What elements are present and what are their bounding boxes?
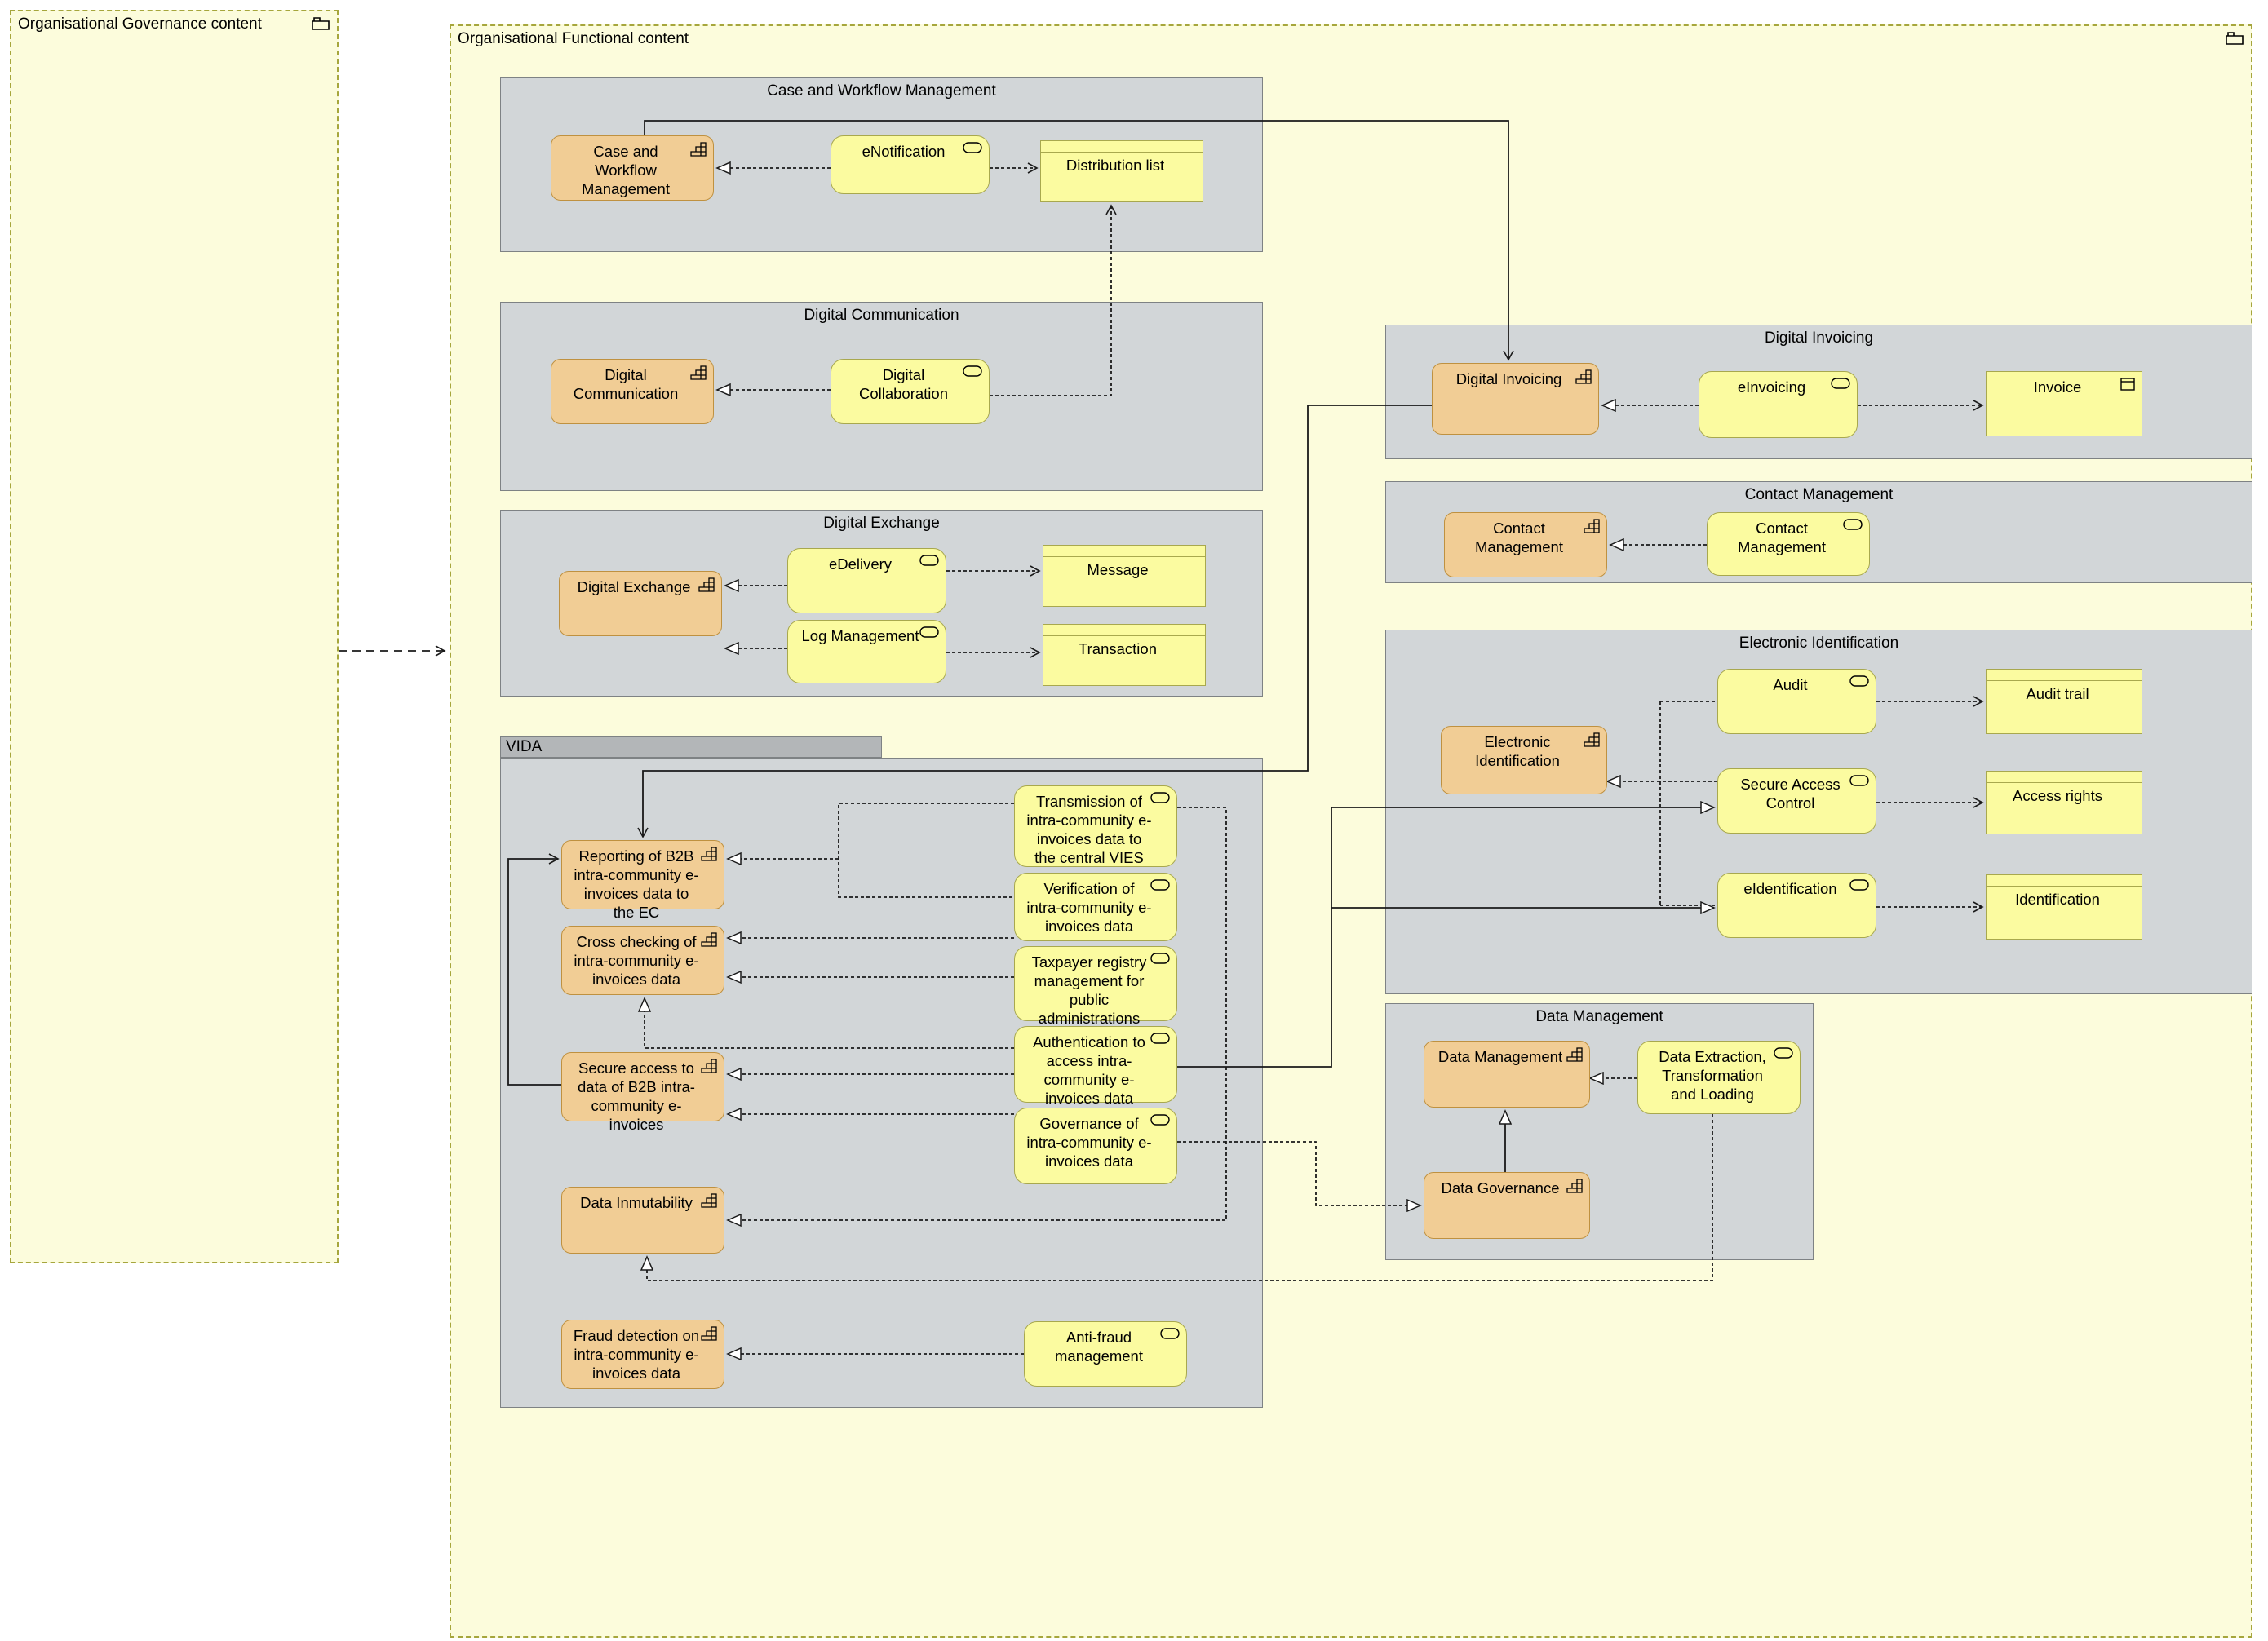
service-icon [919, 626, 939, 638]
group-title: Digital Exchange [823, 515, 940, 532]
relation-case-workflow-to-digital-invoicing[interactable] [644, 120, 1514, 361]
service-data-extraction-transformation-loading[interactable]: Data Extraction, Transformation and Load… [1637, 1041, 1801, 1114]
group-title: Electronic Identification [1739, 635, 1899, 652]
relation-collaboration-to-distribution-list[interactable] [990, 204, 1117, 396]
service-icon [1774, 1047, 1793, 1059]
object-invoice[interactable]: Invoice [1986, 371, 2142, 436]
function-contact-management[interactable]: Contact Management [1444, 512, 1607, 577]
function-digital-exchange[interactable]: Digital Exchange [559, 571, 722, 636]
group-vida-tab[interactable]: VIDA [500, 736, 882, 758]
function-secure-access-b2b-einvoices[interactable]: Secure access to data of B2B intra-commu… [561, 1052, 724, 1133]
group-title: Digital Communication [804, 307, 959, 324]
group-title: VIDA [506, 738, 543, 755]
service-icon [1160, 1328, 1180, 1339]
service-icon [919, 555, 939, 566]
relation-secure-access-to-reporting[interactable] [507, 853, 561, 1086]
function-icon [1566, 1179, 1583, 1193]
service-icon [1150, 879, 1170, 891]
service-transmission-einvoices-vies[interactable]: Transmission of intra-community e-invoic… [1014, 785, 1177, 867]
function-digital-invoicing[interactable]: Digital Invoicing [1432, 363, 1599, 435]
service-icon [1150, 792, 1170, 803]
service-icon [1849, 675, 1869, 687]
group-title: Case and Workflow Management [767, 82, 996, 100]
service-governance-einvoices[interactable]: Governance of intra-community e-invoices… [1014, 1108, 1177, 1184]
functional-container-title: Organisational Functional content [458, 30, 689, 47]
object-band [1987, 875, 2142, 887]
function-cross-checking-einvoices[interactable]: Cross checking of intra-community e-invo… [561, 926, 724, 995]
function-data-governance[interactable]: Data Governance [1424, 1172, 1590, 1239]
function-fraud-detection-einvoices[interactable]: Fraud detection on intra-community e-inv… [561, 1320, 724, 1389]
function-icon [701, 1326, 717, 1341]
group-title: Data Management [1535, 1008, 1663, 1025]
service-contact-management[interactable]: Contact Management [1707, 512, 1870, 576]
object-distribution-list[interactable]: Distribution list [1040, 140, 1203, 202]
service-log-management[interactable]: Log Management [787, 620, 946, 683]
function-data-management[interactable]: Data Management [1424, 1041, 1590, 1108]
folder-icon [312, 17, 330, 30]
object-band [1043, 625, 1205, 636]
function-icon [1584, 732, 1600, 747]
function-icon [701, 1193, 717, 1208]
relation-authentication-to-cross-checking[interactable] [645, 998, 1014, 1049]
service-icon [1150, 953, 1170, 964]
service-authentication-einvoices[interactable]: Authentication to access intra-community… [1014, 1026, 1177, 1107]
function-icon [690, 365, 707, 380]
service-icon [1843, 519, 1863, 530]
service-icon [963, 365, 982, 377]
service-icon [1831, 378, 1850, 389]
data-object-icon [2120, 378, 2135, 391]
service-icon [1849, 775, 1869, 786]
service-icon [1150, 1033, 1170, 1044]
service-edelivery[interactable]: eDelivery [787, 548, 946, 613]
service-secure-access-control[interactable]: Secure Access Control [1717, 768, 1876, 834]
service-digital-collaboration[interactable]: Digital Collaboration [831, 359, 990, 424]
folder-icon [2226, 32, 2244, 45]
function-data-inmutability[interactable]: Data Inmutability [561, 1187, 724, 1254]
relation-governance-einvoices-to-data-governance[interactable] [1177, 1141, 1420, 1205]
group-title: Digital Invoicing [1764, 330, 1874, 347]
object-message[interactable]: Message [1043, 545, 1206, 607]
service-icon [1849, 879, 1869, 891]
relation-transmission-to-data-inmutability[interactable] [728, 807, 1227, 1220]
group-title: Contact Management [1744, 486, 1894, 503]
service-taxpayer-registry-management[interactable]: Taxpayer registry management for public … [1014, 946, 1177, 1027]
function-icon [701, 932, 717, 947]
function-icon [701, 1059, 717, 1073]
object-audit-trail[interactable]: Audit trail [1986, 669, 2142, 734]
service-audit[interactable]: Audit [1717, 669, 1876, 734]
object-band [1987, 772, 2142, 783]
function-icon [690, 142, 707, 157]
object-band [1043, 546, 1205, 557]
function-digital-communication[interactable]: Digital Communication [551, 359, 714, 424]
service-eidentification[interactable]: eIdentification [1717, 873, 1876, 938]
object-band [1041, 141, 1203, 153]
service-enotification[interactable]: eNotification [831, 135, 990, 194]
function-icon [1584, 519, 1600, 533]
function-icon [1575, 369, 1592, 384]
object-transaction[interactable]: Transaction [1043, 624, 1206, 686]
relation-detl-to-data-inmutability[interactable] [647, 1114, 1713, 1281]
relation-authentication-to-secure-access-control[interactable] [1177, 807, 1714, 1068]
service-anti-fraud-management[interactable]: Anti-fraud management [1024, 1321, 1187, 1387]
relation-digital-invoicing-to-reporting[interactable] [637, 405, 1432, 838]
service-verification-einvoices[interactable]: Verification of intra-community e-invoic… [1014, 873, 1177, 941]
governance-content-container[interactable]: Organisational Governance content [10, 10, 339, 1263]
governance-container-title: Organisational Governance content [18, 15, 262, 33]
object-identification[interactable]: Identification [1986, 874, 2142, 940]
function-electronic-identification[interactable]: Electronic Identification [1441, 726, 1607, 794]
service-einvoicing[interactable]: eInvoicing [1699, 371, 1858, 438]
function-icon [1566, 1047, 1583, 1062]
function-reporting-b2b-einvoices[interactable]: Reporting of B2B intra-community e-invoi… [561, 840, 724, 921]
relation-transmission-verification-junction[interactable] [838, 803, 1014, 898]
object-band [1987, 670, 2142, 681]
function-case-and-workflow-management[interactable]: Case and Workflow Management [551, 135, 714, 201]
function-icon [701, 847, 717, 861]
function-icon [698, 577, 715, 592]
service-icon [1150, 1114, 1170, 1126]
service-icon [963, 142, 982, 153]
object-access-rights[interactable]: Access rights [1986, 771, 2142, 834]
